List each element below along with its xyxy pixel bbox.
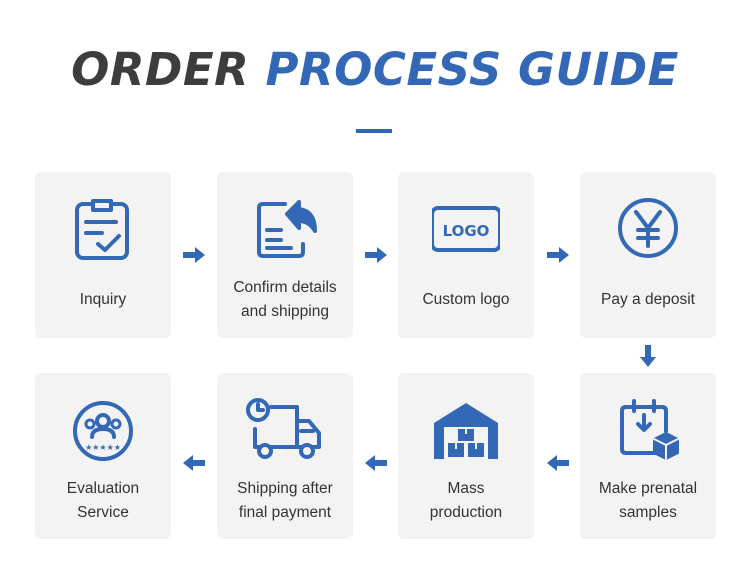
arrow-left-icon (365, 455, 387, 471)
title-underline (356, 129, 392, 133)
step-label: Pay a deposit (601, 291, 695, 308)
calendar-box-icon (620, 399, 679, 460)
title-part-order: ORDER (71, 43, 250, 96)
step-card-custom-logo: LOGO Custom logo (398, 172, 534, 338)
clipboard-check-icon (75, 199, 129, 260)
step-card-prenatal-samples: Make prenatal samples (580, 373, 716, 539)
arrow-left-icon (547, 455, 569, 471)
arrow-right-icon (365, 247, 387, 263)
step-card-shipping: Shipping after final payment (217, 373, 353, 539)
yen-coin-icon (618, 198, 678, 258)
step-card-mass-production: Mass production (398, 373, 534, 539)
step-label: Make prenatal samples (598, 480, 698, 521)
arrow-left-icon (183, 455, 205, 471)
warehouse-icon (434, 403, 498, 459)
title-part-guide: PROCESS GUIDE (265, 43, 679, 96)
arrow-right-icon (547, 247, 569, 263)
step-card-confirm-details: Confirm details and shipping (217, 172, 353, 338)
arrow-right-icon (183, 247, 205, 263)
document-reply-icon (257, 200, 317, 258)
step-label: Evaluation Service (66, 480, 140, 521)
step-card-evaluation: ★★★★★ Evaluation Service (35, 373, 171, 539)
step-label: Confirm details and shipping (233, 279, 337, 320)
step-label: Inquiry (79, 291, 127, 308)
users-rating-icon: ★★★★★ (73, 401, 133, 461)
delivery-truck-icon (246, 398, 321, 459)
step-label: Custom logo (422, 291, 510, 308)
logo-badge-icon: LOGO (432, 206, 500, 252)
step-label: Mass production (429, 480, 503, 521)
step-label: Shipping after final payment (237, 480, 333, 521)
arrow-down-icon (640, 345, 656, 367)
rating-stars: ★★★★★ (85, 443, 121, 452)
logo-badge-text: LOGO (443, 222, 490, 240)
page-title: ORDER PROCESS GUIDE (0, 42, 750, 98)
step-card-inquiry: Inquiry (35, 172, 171, 338)
step-card-pay-deposit: Pay a deposit (580, 172, 716, 338)
